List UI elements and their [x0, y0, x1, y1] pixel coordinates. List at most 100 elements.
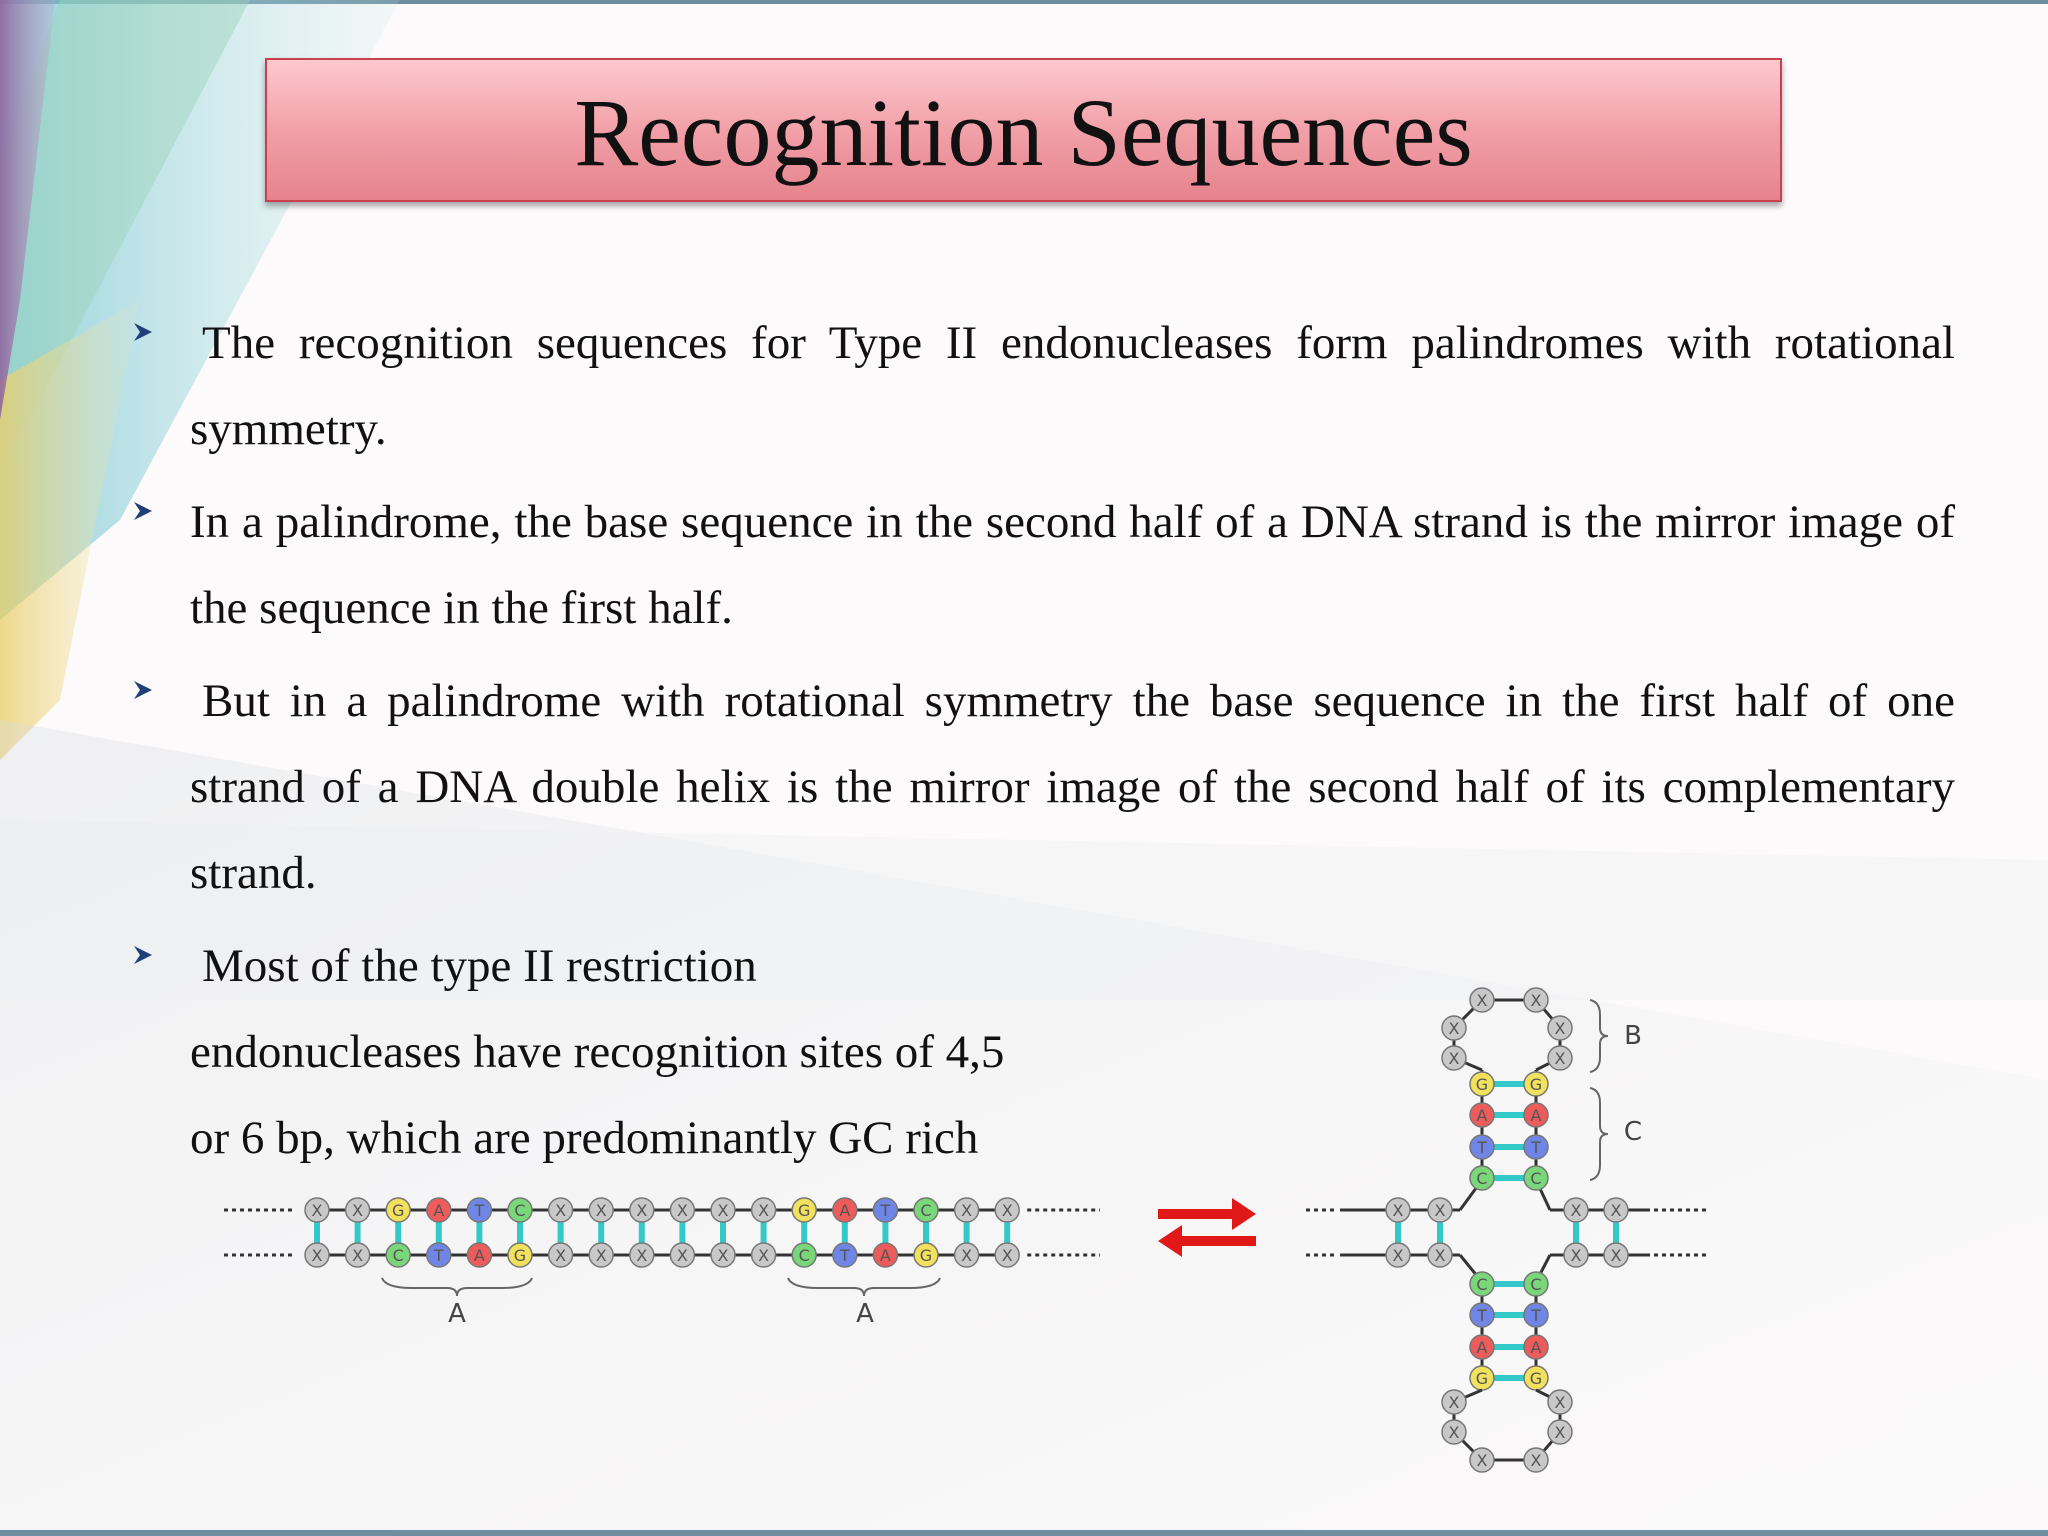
nucleotide-x: X [344, 1242, 371, 1268]
svg-text:X: X [1435, 1201, 1446, 1220]
nucleotide-x: X [304, 1197, 330, 1223]
hairpin-loop [1452, 998, 1562, 1072]
nucleotide-x: X [750, 1242, 777, 1268]
svg-text:X: X [758, 1201, 769, 1220]
svg-text:G: G [392, 1201, 404, 1220]
nucleotide-g: G [1523, 1071, 1549, 1097]
nucleotide-c: C [791, 1242, 817, 1268]
svg-text:C: C [1530, 1169, 1541, 1188]
nucleotide-x: X [994, 1197, 1020, 1223]
nucleotide-a: A [426, 1197, 452, 1223]
svg-text:X: X [758, 1246, 769, 1265]
svg-text:X: X [352, 1246, 363, 1265]
bullet-text: But in a palindrome with rotational symm… [190, 675, 1955, 899]
nucleotide-x: X [1523, 987, 1549, 1013]
nucleotide-c: C [385, 1242, 411, 1268]
arrow-bullet-icon [134, 502, 152, 520]
nucleotide-c: C [913, 1197, 939, 1223]
svg-text:T: T [1530, 1138, 1541, 1157]
nucleotide-x: X [953, 1197, 980, 1223]
svg-text:G: G [1476, 1369, 1488, 1388]
nucleotide-a: A [1469, 1334, 1495, 1360]
svg-text:X: X [1555, 1049, 1566, 1068]
nucleotide-t: T [466, 1197, 493, 1223]
nucleotide-x: X [1385, 1197, 1411, 1223]
nucleotide-x: X [1441, 1015, 1467, 1041]
svg-text:X: X [596, 1201, 607, 1220]
svg-text:X: X [1555, 1019, 1566, 1038]
nucleotide-t: T [872, 1197, 899, 1223]
svg-text:X: X [1531, 1451, 1542, 1470]
svg-text:X: X [636, 1201, 647, 1220]
svg-text:X: X [1531, 991, 1542, 1010]
nucleotide-t: T [1523, 1134, 1549, 1160]
nucleotide-x: X [588, 1197, 614, 1223]
nucleotide-t: T [1469, 1302, 1495, 1328]
nucleotide-x: X [629, 1197, 655, 1223]
equilibrium-arrows-icon [1158, 1198, 1256, 1257]
nucleotide-c: C [507, 1197, 533, 1223]
svg-text:G: G [1530, 1075, 1542, 1094]
svg-text:X: X [1449, 1423, 1460, 1442]
nucleotide-x: X [710, 1197, 736, 1223]
svg-text:G: G [798, 1201, 810, 1220]
nucleotide-x: X [1441, 1045, 1467, 1071]
hairpin-loop [1452, 1388, 1562, 1462]
nucleotide-t: T [832, 1242, 858, 1268]
nucleotide-x: X [547, 1242, 574, 1268]
nucleotide-c: C [1469, 1165, 1495, 1191]
nucleotide-t: T [426, 1242, 452, 1268]
nucleotide-x: X [304, 1242, 330, 1268]
svg-text:X: X [1571, 1246, 1582, 1265]
svg-text:G: G [920, 1246, 932, 1265]
bracket [1589, 999, 1609, 1073]
nucleotide-x: X [1603, 1242, 1629, 1268]
bullet-list: The recognition sequences for Type II en… [130, 300, 1955, 1188]
nucleotide-x: X [547, 1197, 574, 1223]
svg-text:A: A [839, 1201, 850, 1220]
bracket-label-b: B [1624, 1021, 1642, 1051]
bullet-item: But in a palindrome with rotational symm… [130, 658, 1955, 916]
bracket-label-a: A [448, 1299, 466, 1329]
arrow-bullet-icon [134, 681, 152, 699]
svg-text:X: X [1477, 1451, 1488, 1470]
nucleotide-a: A [832, 1197, 858, 1223]
nucleotide-a: A [466, 1242, 493, 1268]
svg-text:T: T [1476, 1138, 1487, 1157]
svg-text:G: G [1476, 1075, 1488, 1094]
svg-text:X: X [1449, 1019, 1460, 1038]
nucleotide-x: X [1441, 1389, 1467, 1415]
slide-title: Recognition Sequences [574, 79, 1473, 186]
nucleotide-x: X [1427, 1242, 1453, 1268]
nucleotide-x: X [1603, 1197, 1629, 1223]
svg-text:X: X [1571, 1201, 1582, 1220]
svg-text:C: C [920, 1201, 931, 1220]
nucleotide-c: C [1523, 1271, 1549, 1297]
svg-text:X: X [1611, 1246, 1622, 1265]
nucleotide-g: G [1523, 1365, 1549, 1391]
bracket [381, 1277, 533, 1297]
nucleotide-x: X [1427, 1197, 1453, 1223]
svg-text:X: X [1002, 1201, 1013, 1220]
svg-text:X: X [1393, 1246, 1404, 1265]
nucleotide-x: X [994, 1242, 1020, 1268]
bracket [1589, 1087, 1609, 1181]
nucleotide-x: X [588, 1242, 614, 1268]
bracket-label-c: C [1624, 1117, 1642, 1147]
bracket-label-a: A [856, 1299, 874, 1329]
svg-text:X: X [312, 1201, 323, 1220]
svg-text:X: X [961, 1201, 972, 1220]
svg-text:A: A [433, 1201, 444, 1220]
svg-text:T: T [1530, 1306, 1541, 1325]
bullet-text: In a palindrome, the base sequence in th… [190, 496, 1955, 634]
nucleotide-x: X [1469, 1447, 1495, 1473]
svg-text:A: A [880, 1246, 891, 1265]
nucleotide-x: X [1563, 1242, 1589, 1268]
nucleotide-x: X [750, 1197, 777, 1223]
nucleotide-x: X [1547, 1045, 1573, 1071]
bullet-item: Most of the type II restriction endonucl… [130, 923, 1955, 1181]
nucleotide-c: C [1523, 1165, 1549, 1191]
svg-text:X: X [1449, 1393, 1460, 1412]
svg-text:C: C [393, 1246, 404, 1265]
